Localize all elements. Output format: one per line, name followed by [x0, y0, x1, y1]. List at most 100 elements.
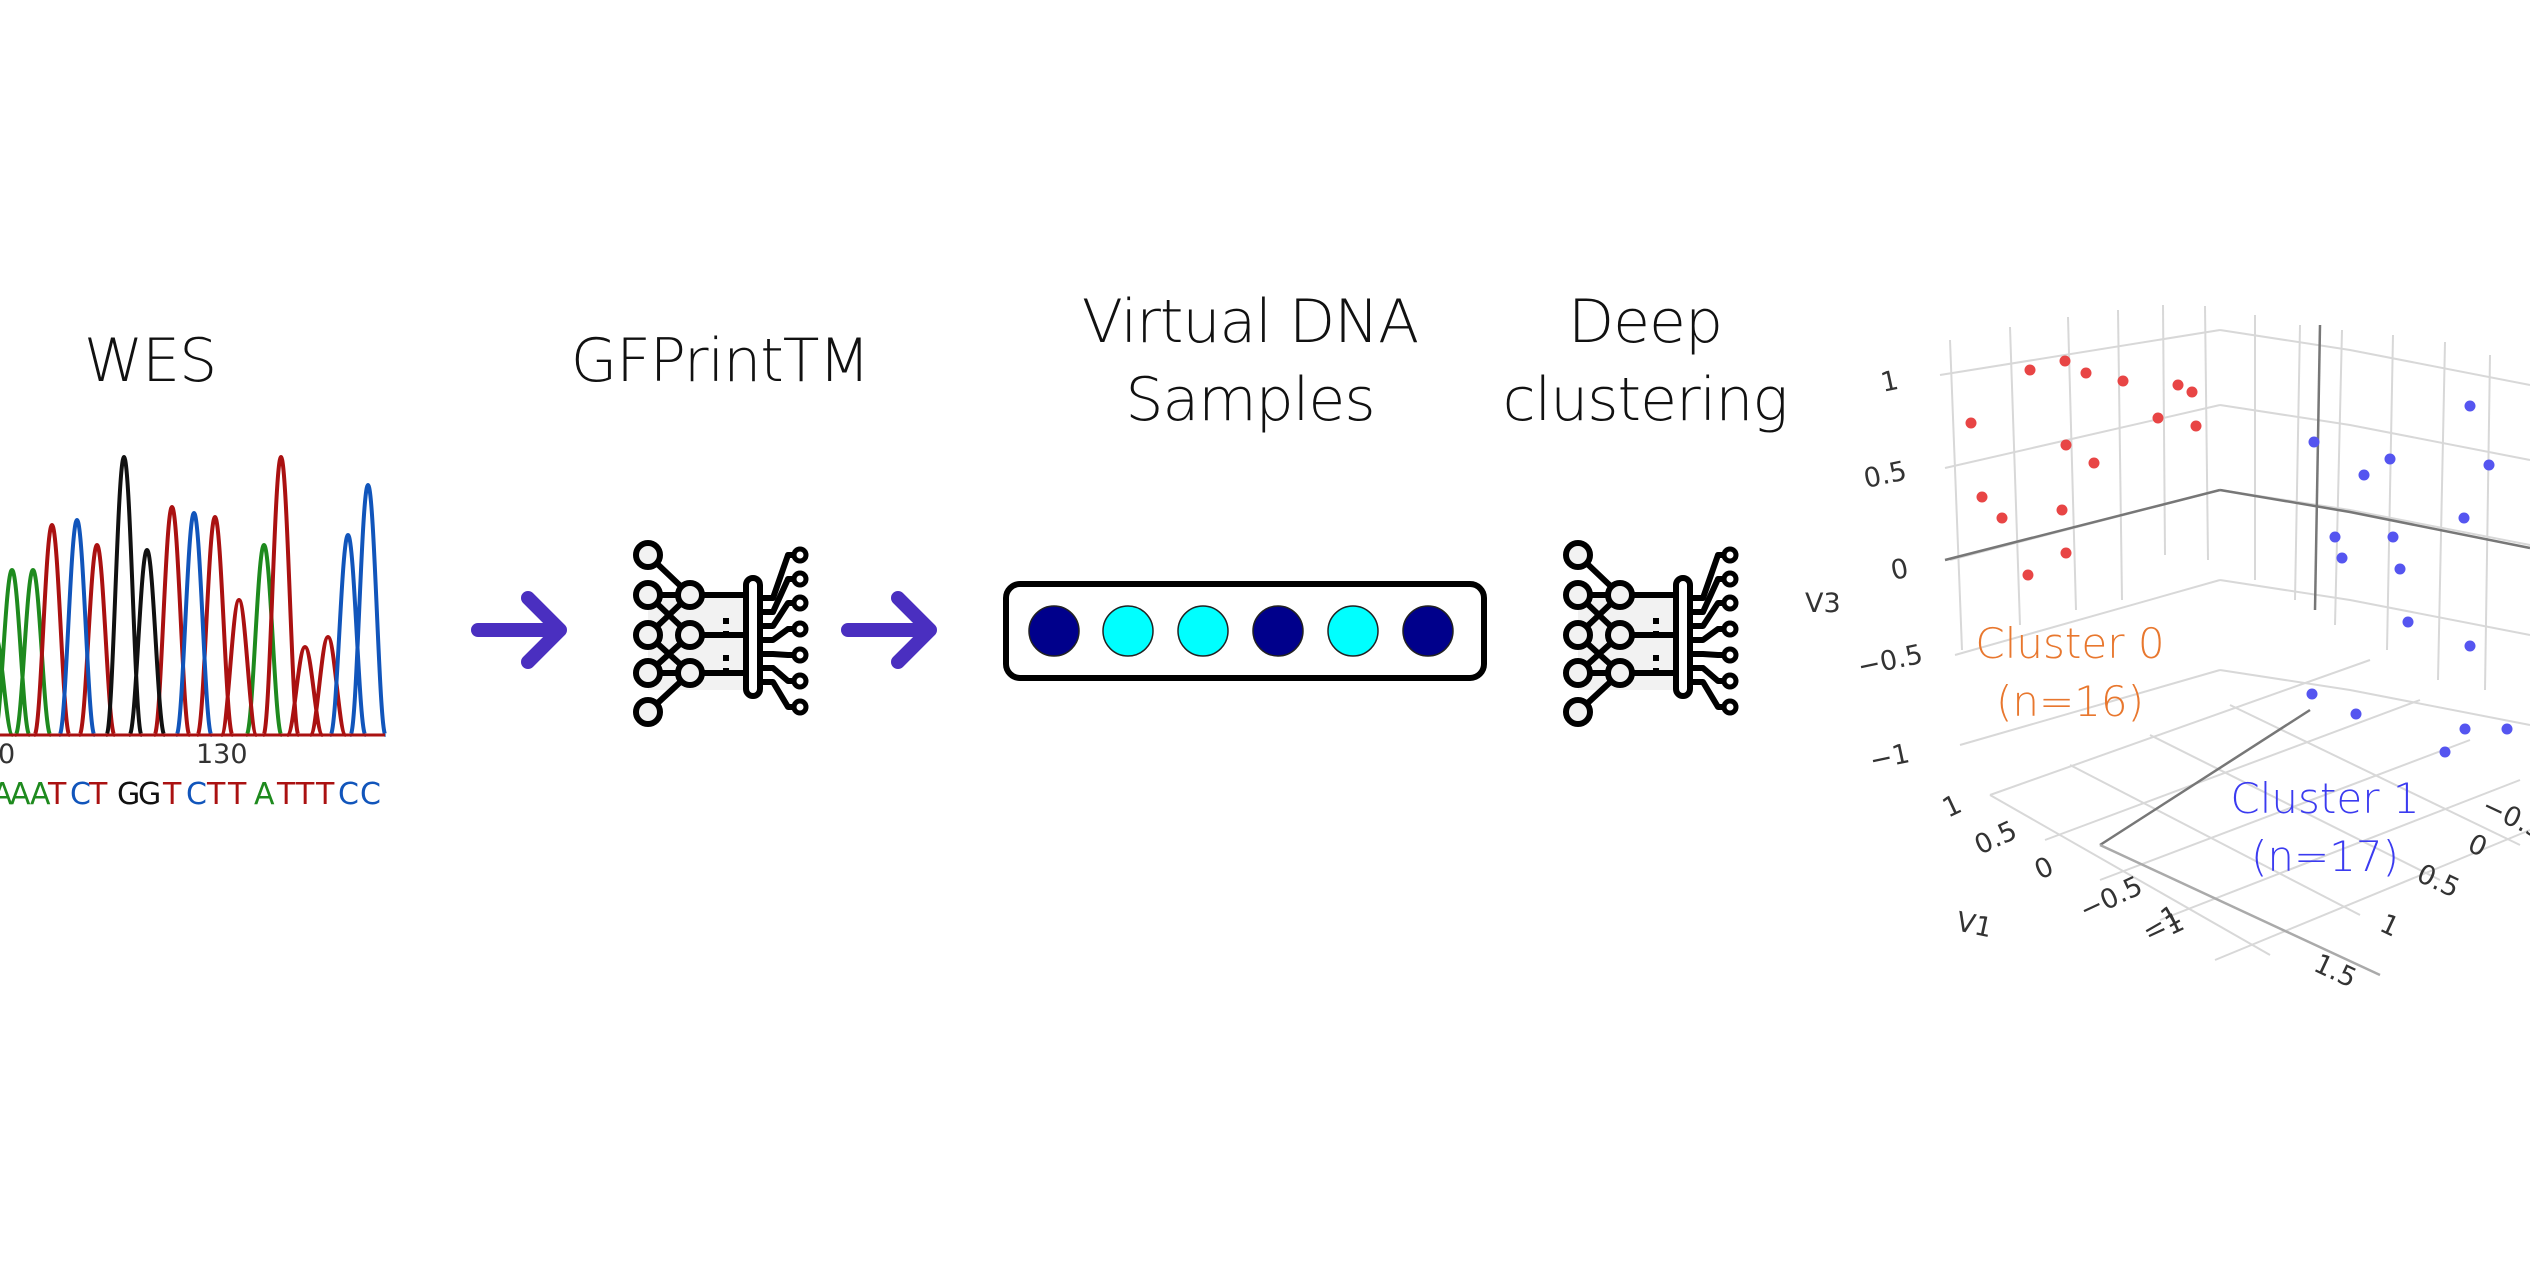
- trace: [0, 543, 284, 737]
- v1-tick-label: 0.5: [1970, 815, 2022, 861]
- sequence-base: G: [117, 777, 140, 812]
- cluster-0-point: [2080, 367, 2092, 379]
- cluster-1-point: [2308, 436, 2320, 448]
- cluster-0-point: [2088, 457, 2100, 469]
- virtual-dna-sample-vector: [1003, 581, 1487, 681]
- step-title-deep-clustering-line2: clustering: [1502, 365, 1789, 435]
- step-title-virtual-dna: Virtual DNA Samples: [1050, 283, 1450, 439]
- cluster-0-point: [2060, 439, 2072, 451]
- v2-tick-label: 0: [2463, 828, 2492, 863]
- step-title-gfprint: GFPrintTM: [570, 326, 870, 396]
- vector-node-dark: [1028, 605, 1080, 657]
- v3-tick-label: −0.5: [1855, 639, 1926, 683]
- cluster-0-count: (n=16): [1995, 677, 2145, 726]
- cluster-0-point: [1996, 512, 2008, 524]
- sequence-base: T: [227, 777, 247, 812]
- cluster-0-point: [2059, 355, 2071, 367]
- trace: [57, 483, 388, 737]
- cluster-1-point: [2384, 453, 2396, 465]
- sequence-base: T: [88, 777, 108, 812]
- sequence-base: C: [70, 777, 91, 812]
- vector-node-light: [1102, 605, 1154, 657]
- trace: [104, 455, 167, 737]
- v3-tick-label: 0.5: [1861, 456, 1909, 495]
- cluster-0-point: [2152, 412, 2164, 424]
- v3-axis-label: V3: [1805, 588, 1841, 619]
- v2-tick-label: 1.5: [2309, 948, 2361, 994]
- cluster-1-point: [2459, 723, 2471, 735]
- neural-network-icon: [633, 540, 809, 727]
- v3-tick-label: 1: [1878, 365, 1901, 399]
- scatter-axes: [1944, 324, 2530, 977]
- v1-tick-label: 1: [1938, 789, 1967, 824]
- cluster-1-point: [2501, 723, 2513, 735]
- vector-node-dark: [1252, 605, 1304, 657]
- cluster-1-point: [2350, 708, 2362, 720]
- arrow-right-icon: [841, 591, 937, 669]
- sequence-base: T: [162, 777, 182, 812]
- sequence-base: T: [295, 777, 315, 812]
- sequence-base: A: [0, 777, 13, 812]
- cluster-1-point: [2464, 400, 2476, 412]
- chromatogram-traces: [0, 455, 388, 737]
- position-label-130: 130: [196, 739, 248, 770]
- cluster-1-count: (n=17): [2250, 832, 2400, 881]
- sequence-base: T: [276, 777, 296, 812]
- cluster-1-point: [2439, 746, 2451, 758]
- vector-node-light: [1177, 605, 1229, 657]
- cluster-0-point: [2117, 375, 2129, 387]
- sequence-base: C: [360, 777, 381, 812]
- v1-axis-label: V1: [1954, 907, 1995, 945]
- cluster-1-point: [2483, 459, 2495, 471]
- cluster-1-point: [2464, 640, 2476, 652]
- cluster-0-label: Cluster 0 (n=16): [1960, 615, 2180, 731]
- vector-node-light: [1327, 605, 1379, 657]
- cluster-1-point: [2329, 531, 2341, 543]
- sequence-base: G: [138, 777, 161, 812]
- v3-tick-label: −1: [1867, 738, 1912, 777]
- vector-node-dark: [1402, 605, 1454, 657]
- cluster-1-point: [2306, 688, 2318, 700]
- cluster-1-label: Cluster 1 (n=17): [2215, 770, 2435, 886]
- cluster-0-point: [1965, 417, 1977, 429]
- sequence-base: T: [315, 777, 335, 812]
- arrow-right-icon: [471, 591, 567, 669]
- cluster-1-point: [2358, 469, 2370, 481]
- sequence-base: A: [10, 777, 31, 812]
- trace: [32, 455, 348, 737]
- step-title-virtual-dna-line1: Virtual DNA: [1081, 287, 1419, 357]
- cluster-0-point: [2024, 364, 2036, 376]
- cluster-1-point: [2458, 512, 2470, 524]
- v3-tick-label: 0: [1888, 553, 1911, 587]
- sequence-base: A: [30, 777, 51, 812]
- sequence-base: A: [254, 777, 275, 812]
- cluster-1-point: [2402, 616, 2414, 628]
- sequence-base: T: [206, 777, 226, 812]
- step-title-deep-clustering: Deep clustering: [1480, 283, 1810, 439]
- cluster-0-point: [2172, 379, 2184, 391]
- neural-network-icon: [1563, 540, 1739, 727]
- step-title-virtual-dna-line2: Samples: [1125, 365, 1375, 435]
- cluster-0-point: [2186, 386, 2198, 398]
- step-title-wes: WES: [83, 326, 217, 396]
- cluster-0-point: [2056, 504, 2068, 516]
- sequence-base: C: [338, 777, 359, 812]
- position-label-0: 0: [0, 739, 15, 770]
- cluster-0-point: [2190, 420, 2202, 432]
- cluster-0-point: [2060, 547, 2072, 559]
- sequence-base: C: [186, 777, 207, 812]
- v1-tick-label: 0: [2030, 851, 2059, 886]
- cluster-1-point: [2394, 563, 2406, 575]
- step-title-deep-clustering-line1: Deep: [1567, 287, 1723, 357]
- cluster-1-name: Cluster 1: [2230, 774, 2420, 823]
- cluster-0-name: Cluster 0: [1975, 619, 2165, 668]
- cluster-0-point: [1976, 491, 1988, 503]
- cluster-1-point: [2336, 552, 2348, 564]
- cluster-1-point: [2387, 531, 2399, 543]
- v2-tick-label: 1: [2375, 908, 2404, 943]
- sequence-base: T: [47, 777, 67, 812]
- cluster-0-point: [2022, 569, 2034, 581]
